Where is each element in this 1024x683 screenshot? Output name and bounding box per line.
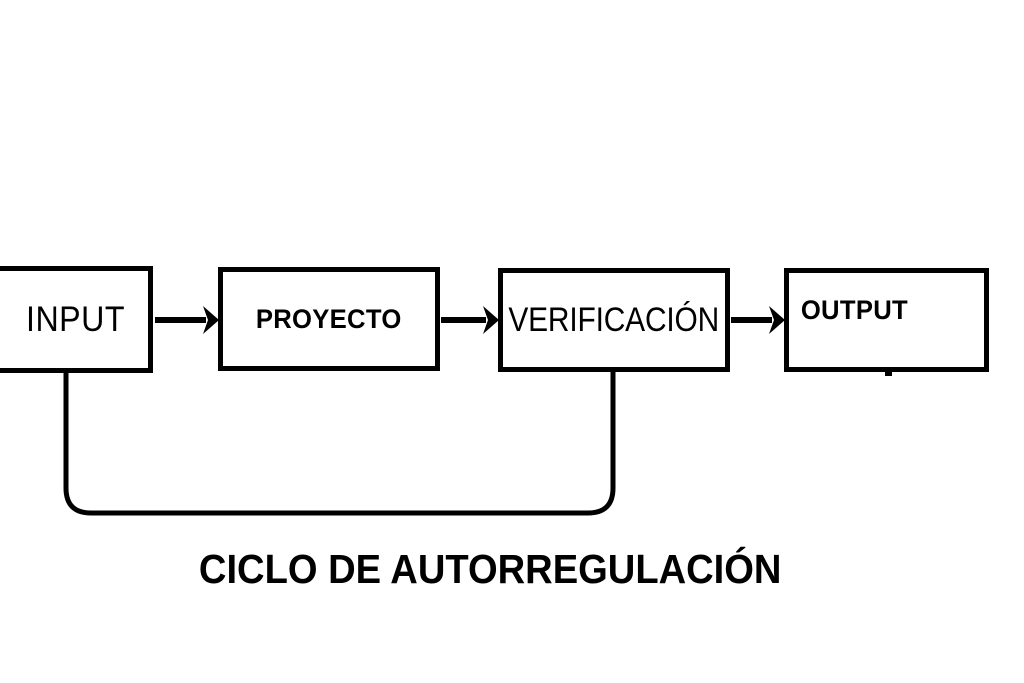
- node-input[interactable]: INPUT: [0, 266, 153, 373]
- node-verificacion[interactable]: VERIFICACIÓN: [498, 268, 730, 372]
- node-output-label: OUTPUT: [800, 295, 908, 325]
- node-input-label: INPUT: [25, 300, 125, 339]
- output-bottom-tick: [885, 372, 892, 376]
- diagram-caption-text: CICLO DE AUTORREGULACIÓN: [198, 546, 782, 592]
- node-verificacion-label: VERIFICACIÓN: [508, 301, 720, 339]
- arrow-input-to-proyecto: [155, 306, 219, 334]
- node-output[interactable]: OUTPUT: [784, 268, 989, 372]
- arrow-verificacion-to-output: [731, 306, 785, 334]
- diagram-caption: CICLO DE AUTORREGULACIÓN: [0, 546, 980, 592]
- arrow-proyecto-to-verificacion: [441, 306, 499, 334]
- node-proyecto[interactable]: PROYECTO: [218, 267, 440, 371]
- node-proyecto-label: PROYECTO: [256, 303, 402, 334]
- feedback-loop-path: [63, 372, 616, 516]
